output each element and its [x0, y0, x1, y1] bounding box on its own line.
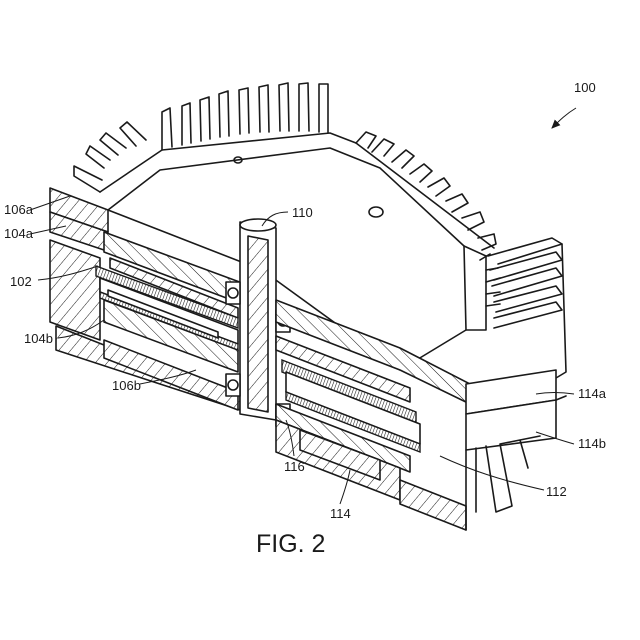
- label-106b: 106b: [112, 378, 141, 393]
- label-104a: 104a: [4, 226, 34, 241]
- label-114: 114: [330, 506, 351, 521]
- label-104b: 104b: [24, 331, 53, 346]
- label-114a: 114a: [578, 386, 607, 401]
- label-116: 116: [284, 459, 305, 474]
- label-100: 100: [574, 80, 596, 95]
- label-110: 110: [292, 205, 313, 220]
- label-114b: 114b: [578, 436, 606, 451]
- figure-caption: FIG. 2: [256, 530, 325, 558]
- housing-lower-body: [466, 370, 566, 530]
- shaft: [240, 219, 276, 420]
- label-102: 102: [10, 274, 32, 289]
- label-106a: 106a: [4, 202, 34, 217]
- label-112: 112: [546, 484, 567, 499]
